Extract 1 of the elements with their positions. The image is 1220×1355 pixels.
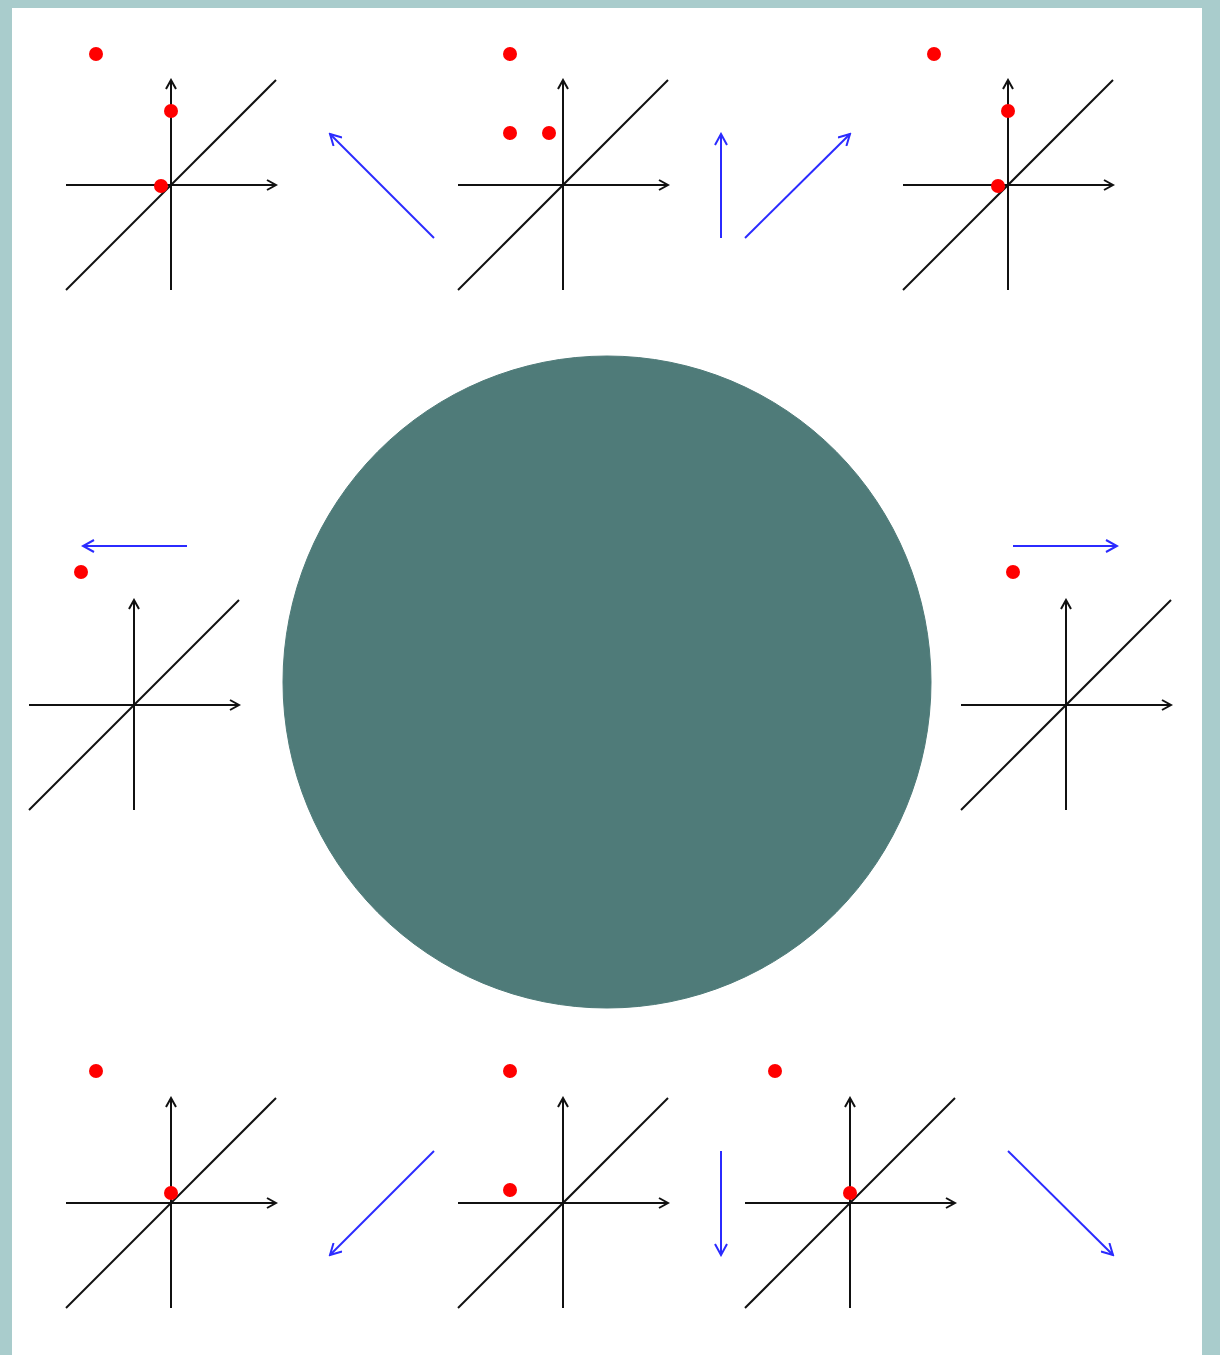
round-disc [282,355,932,1009]
